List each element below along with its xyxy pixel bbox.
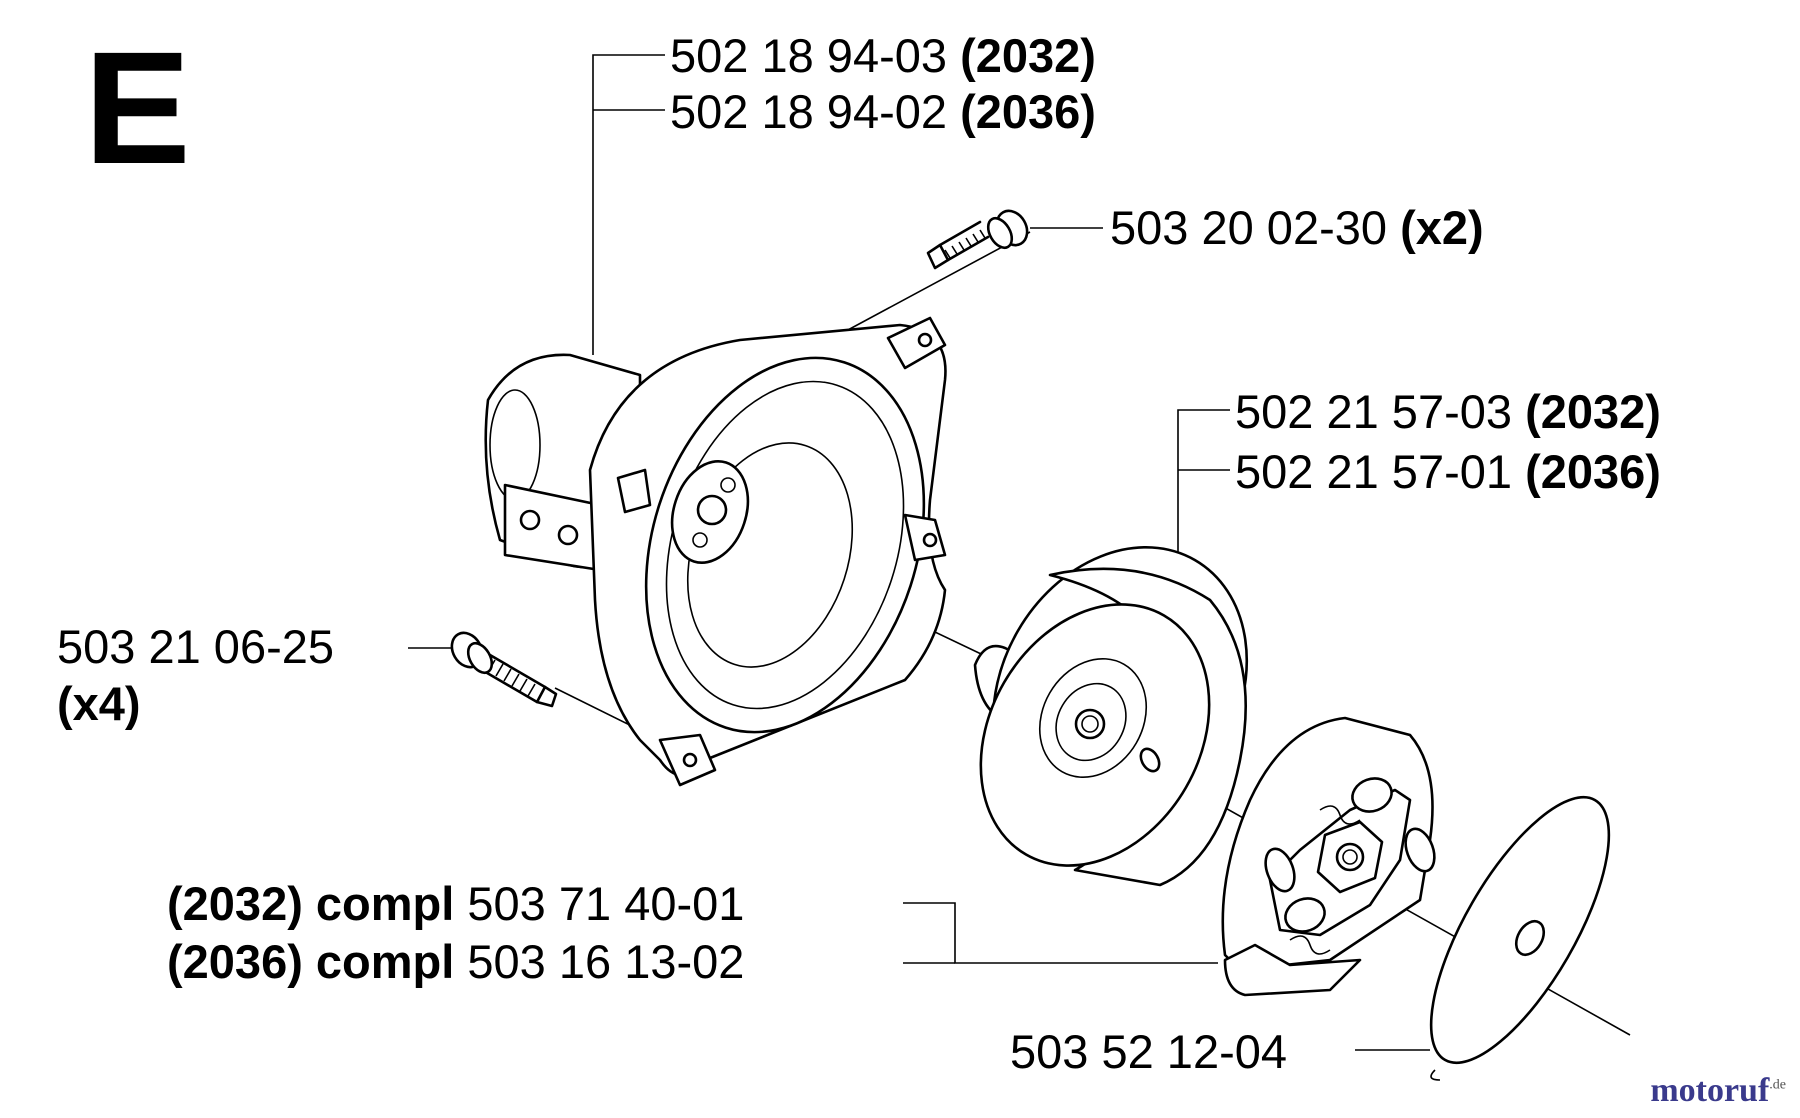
label-screw-left-qty: (x4) bbox=[57, 680, 141, 727]
washer bbox=[1429, 795, 1611, 1081]
label-drum-2036: 502 21 57-01 (2036) bbox=[1235, 448, 1661, 495]
watermark-logo: motoruf.de bbox=[1650, 1072, 1786, 1110]
part-number: 502 18 94-03 bbox=[670, 29, 948, 82]
part-number: 503 16 13-02 bbox=[467, 935, 745, 988]
part-number: 502 21 57-01 bbox=[1235, 445, 1513, 498]
screw-top bbox=[926, 209, 1029, 270]
watermark-brand: motoruf bbox=[1650, 1072, 1770, 1109]
label-screw-left: 503 21 06-25 bbox=[57, 623, 334, 670]
quantity: (x2) bbox=[1400, 201, 1484, 254]
model-code: (2032) bbox=[1525, 385, 1661, 438]
model-code: (2036) bbox=[1525, 445, 1661, 498]
part-number: 503 71 40-01 bbox=[467, 877, 745, 930]
label-housing-2032: 502 18 94-03 (2032) bbox=[670, 32, 1096, 79]
clutch-assembly bbox=[1221, 716, 1436, 997]
part-number: 502 21 57-03 bbox=[1235, 385, 1513, 438]
gear-housing bbox=[484, 316, 947, 787]
section-letter: E bbox=[84, 18, 191, 197]
clutch-drum bbox=[973, 546, 1249, 887]
part-number: 503 52 12-04 bbox=[1010, 1025, 1288, 1078]
part-number: 502 18 94-02 bbox=[670, 85, 948, 138]
part-number: 503 21 06-25 bbox=[57, 620, 335, 673]
label-drum-2032: 502 21 57-03 (2032) bbox=[1235, 388, 1661, 435]
part-number: 503 20 02-30 bbox=[1110, 201, 1388, 254]
watermark-tld: .de bbox=[1769, 1077, 1786, 1093]
label-clutch-2036: (2036) compl 503 16 13-02 bbox=[167, 938, 744, 985]
compl-text: compl bbox=[315, 935, 455, 988]
quantity: (x4) bbox=[57, 677, 141, 730]
screw-left bbox=[450, 631, 558, 708]
compl-text: compl bbox=[315, 877, 455, 930]
label-housing-2036: 502 18 94-02 (2036) bbox=[670, 88, 1096, 135]
model-code: (2032) bbox=[167, 877, 303, 930]
label-clutch-2032: (2032) compl 503 71 40-01 bbox=[167, 880, 744, 927]
model-code: (2036) bbox=[167, 935, 303, 988]
model-code: (2032) bbox=[960, 29, 1096, 82]
label-washer: 503 52 12-04 bbox=[1010, 1028, 1287, 1075]
model-code: (2036) bbox=[960, 85, 1096, 138]
label-screw-top: 503 20 02-30 (x2) bbox=[1110, 204, 1484, 251]
